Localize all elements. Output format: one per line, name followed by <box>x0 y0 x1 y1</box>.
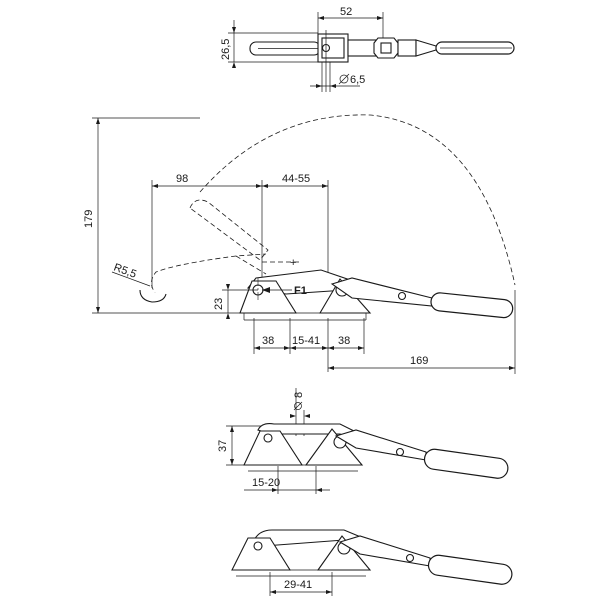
top-dim-width: 52 <box>340 6 352 18</box>
variant-one-dim-gap: 15-20 <box>252 477 280 489</box>
variant-one-dim-pin: 8 <box>293 392 305 398</box>
side-dim-height: 179 <box>83 210 95 228</box>
variant-one-view: 37 8 15-20 <box>217 388 509 494</box>
side-dim-hook-radius: R5,5 <box>112 262 138 281</box>
variant-two-view: 29-41 <box>231 529 513 596</box>
variant-one-dim-height: 37 <box>217 440 229 452</box>
side-dim-handle-length: 169 <box>410 355 428 367</box>
top-dim-height: 26,5 <box>220 39 232 60</box>
side-force-label: F1 <box>294 285 307 297</box>
side-dim-base-right: 38 <box>338 335 350 347</box>
side-view: 179 98 44-55 + R5,5 F1 <box>83 114 516 374</box>
side-dim-base-left: 38 <box>262 335 274 347</box>
top-dim-hole: 6,5 <box>350 74 365 86</box>
side-dim-base-gap: 15-41 <box>292 335 320 347</box>
side-dim-reach: 98 <box>176 173 188 185</box>
svg-text:+: + <box>290 257 296 269</box>
side-dim-base-height: 23 <box>213 298 225 310</box>
side-dim-latch-range: 44-55 <box>282 173 310 185</box>
variant-two-dim-gap: 29-41 <box>284 579 312 591</box>
top-view: 52 26,5 6,5 <box>220 6 515 92</box>
